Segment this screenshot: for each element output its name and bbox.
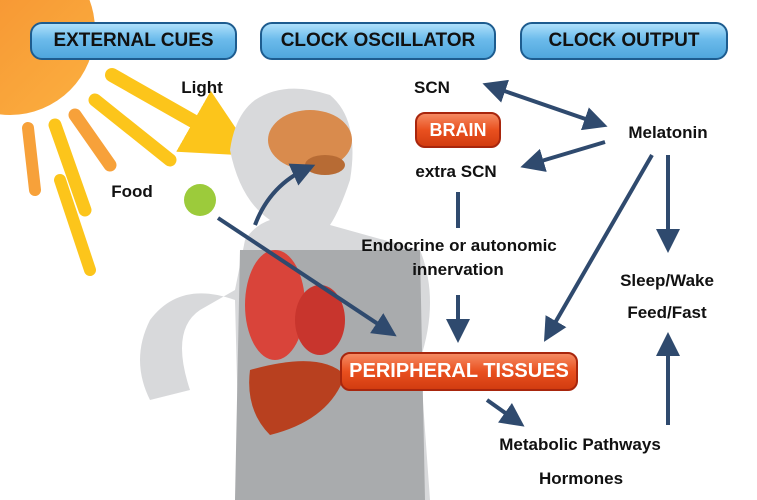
sun-rays — [22, 68, 255, 276]
melatonin-label: Melatonin — [628, 123, 708, 142]
peripheral-tissues-badge: PERIPHERAL TISSUES — [340, 352, 578, 391]
brain-badge: BRAIN — [415, 112, 501, 148]
food-label: Food — [111, 182, 153, 201]
clock-output-header: CLOCK OUTPUT — [520, 22, 728, 60]
innervation-label-line2: innervation — [412, 260, 504, 279]
light-label: Light — [181, 78, 223, 97]
apple-icon — [184, 184, 216, 216]
clock-oscillator-header: CLOCK OSCILLATOR — [260, 22, 496, 60]
brain-icon — [268, 110, 352, 170]
external-cues-header: EXTERNAL CUES — [30, 22, 237, 60]
scn-label: SCN — [414, 78, 450, 97]
metabolic-pathways-label: Metabolic Pathways — [499, 435, 661, 454]
innervation-label-line1: Endocrine or autonomic — [361, 236, 557, 255]
arrows — [216, 79, 680, 427]
extra-scn-label: extra SCN — [415, 162, 497, 181]
sleep-wake-label: Sleep/Wake — [620, 271, 714, 290]
feed-fast-label: Feed/Fast — [627, 303, 707, 322]
hormones-label: Hormones — [538, 469, 624, 488]
organs-icon — [245, 250, 345, 435]
